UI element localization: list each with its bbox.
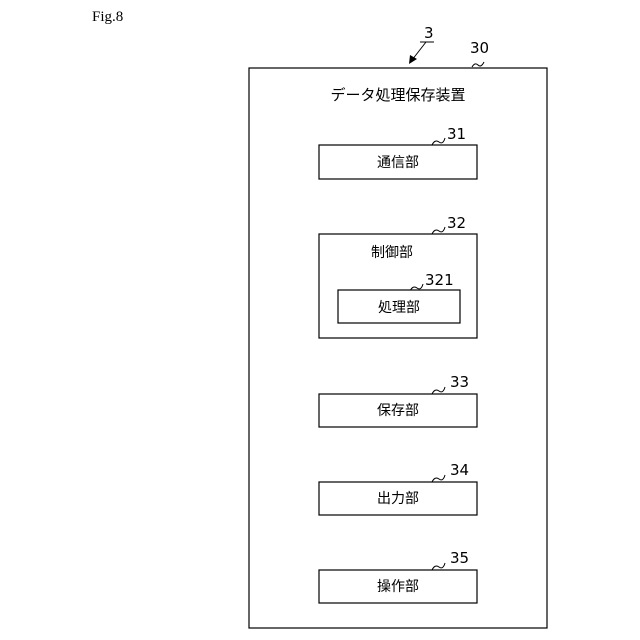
unit-321-ref: 321 [425, 271, 454, 289]
device-ref-number: 3 [424, 24, 434, 42]
unit-31-ref: 31 [447, 125, 466, 143]
device-box-ref-leader [472, 62, 484, 67]
unit-32-label: 制御部 [371, 245, 413, 261]
figure-label: Fig.8 [92, 9, 123, 25]
device-ref-arrow-line [412, 42, 426, 60]
unit-34-ref: 34 [450, 461, 469, 479]
unit-31-label: 通信部 [377, 155, 419, 171]
unit-35-ref: 35 [450, 549, 469, 567]
unit-321-label: 処理部 [378, 300, 420, 316]
unit-32-ref: 32 [447, 214, 466, 232]
unit-33-ref: 33 [450, 373, 469, 391]
unit-35-label: 操作部 [377, 579, 419, 595]
device-ref-arrowhead [409, 55, 417, 64]
unit-34-label: 出力部 [377, 491, 419, 507]
device-box-ref-number: 30 [470, 39, 489, 57]
device-title: データ処理保存装置 [330, 86, 465, 104]
unit-33-label: 保存部 [377, 403, 419, 419]
